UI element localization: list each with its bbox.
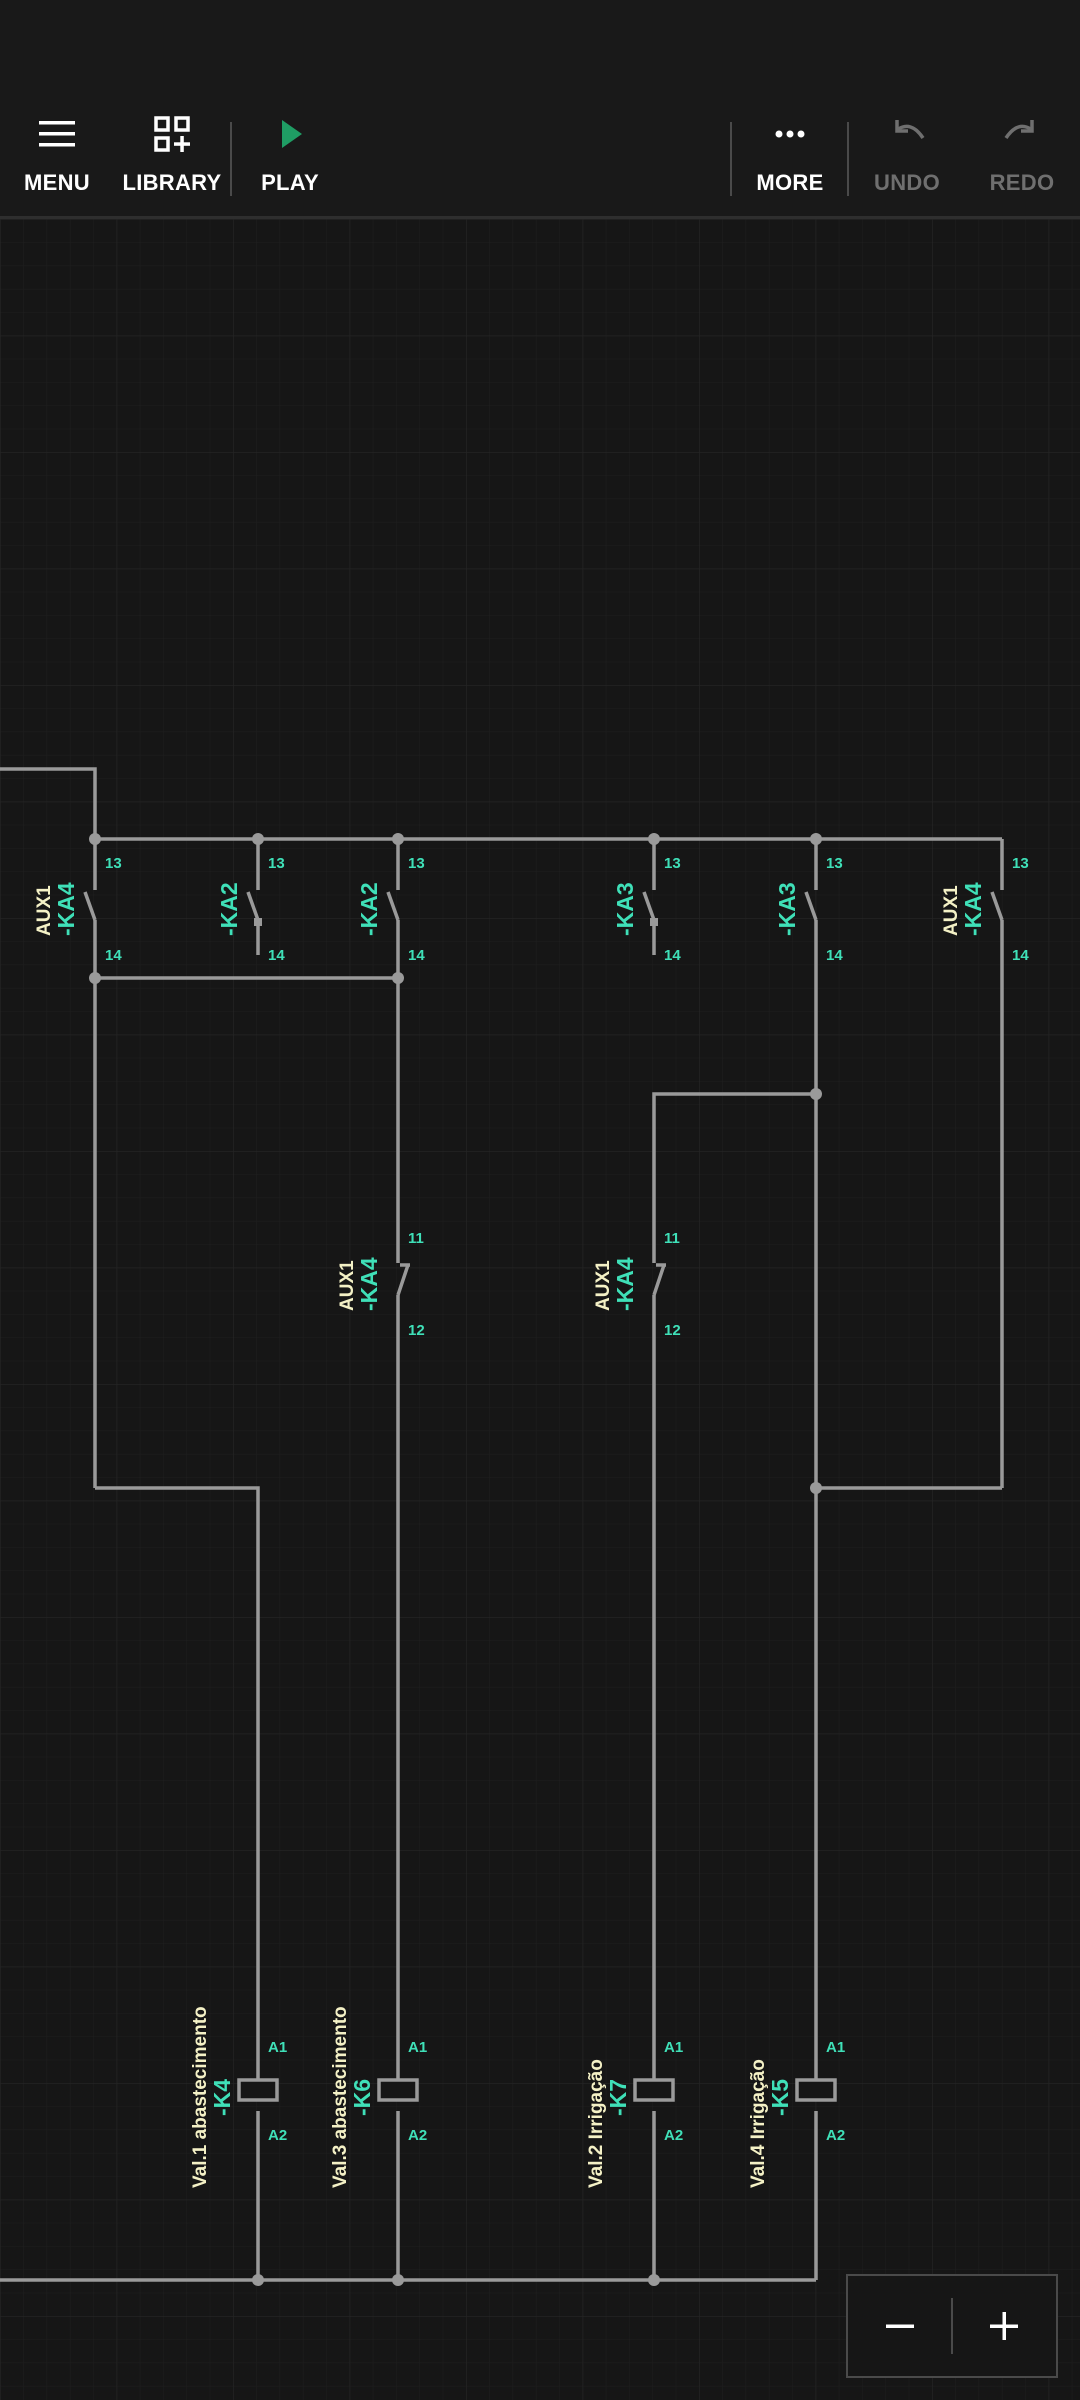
contact-ka2[interactable]: 13 14 -KA2: [216, 855, 285, 964]
coil-desc: Val.1 abastecimento: [190, 2006, 211, 2188]
zoom-in-button[interactable]: [952, 2276, 1056, 2376]
zoom-out-button[interactable]: [848, 2276, 952, 2376]
pin-label: 14: [664, 947, 681, 964]
contact-ka3[interactable]: 13 14 -KA3: [774, 855, 843, 964]
contact-desc: AUX1: [34, 885, 55, 936]
contact-desc: AUX1: [593, 1260, 614, 1311]
pin-label: 13: [1012, 855, 1029, 872]
contact-ka3[interactable]: 13 14 -KA3: [612, 855, 681, 964]
library-button[interactable]: LIBRARY: [107, 112, 237, 208]
minus-icon: [886, 2324, 914, 2328]
more-button[interactable]: MORE: [725, 112, 855, 208]
wires: [0, 767, 1004, 2282]
pin-label: A2: [826, 2127, 845, 2144]
redo-label: REDO: [989, 170, 1055, 195]
coil-desc: Val.3 abastecimento: [330, 2006, 351, 2188]
menu-button[interactable]: MENU: [0, 112, 122, 208]
more-label: MORE: [756, 170, 824, 195]
pin-label: 13: [664, 855, 681, 872]
contact-tag: -KA3: [774, 882, 800, 936]
pin-label: A2: [408, 2127, 427, 2144]
undo-button[interactable]: UNDO: [842, 112, 972, 208]
hamburger-icon: [39, 121, 75, 147]
plus-icon: [990, 2312, 1018, 2340]
pin-label: 13: [268, 855, 285, 872]
grid-major: [0, 219, 1080, 2400]
pin-label: 11: [408, 1230, 424, 1247]
contact-tag: -KA4: [356, 1257, 382, 1311]
pin-label: 14: [826, 947, 843, 964]
junction-dots: [89, 833, 822, 2286]
pin-label: A1: [826, 2039, 845, 2056]
play-label: PLAY: [261, 170, 319, 195]
pin-label: 14: [408, 947, 425, 964]
contact-tag: -KA4: [960, 882, 986, 936]
pin-label: 14: [105, 947, 122, 964]
toolbar: MENU LIBRARY PLAY MORE UNDO: [0, 0, 1080, 219]
pin-label: A1: [408, 2039, 427, 2056]
coil-desc: Val.4 Irrigação: [748, 2059, 769, 2188]
redo-button[interactable]: REDO: [957, 112, 1080, 208]
contact-desc: AUX1: [337, 1260, 358, 1311]
zoom-controls: [846, 2274, 1058, 2378]
pin-label: A2: [268, 2127, 287, 2144]
pin-label: A1: [268, 2039, 287, 2056]
contact-tag: -KA3: [612, 882, 638, 936]
coil-tag: -K7: [605, 2079, 631, 2116]
library-label: LIBRARY: [122, 170, 222, 195]
menu-label: MENU: [24, 170, 90, 195]
schematic-canvas[interactable]: 1314-KA4AUX11314-KA21314-KA21314-KA31314…: [0, 219, 1080, 2400]
play-button[interactable]: PLAY: [225, 112, 355, 208]
ellipsis-icon: [775, 130, 805, 138]
coil-tag: -K5: [767, 2079, 793, 2116]
contact-tag: -KA4: [53, 882, 79, 936]
pin-label: 12: [664, 1322, 681, 1339]
contact-desc: AUX1: [941, 885, 962, 936]
contact-ka2[interactable]: 13 14 -KA2: [356, 855, 425, 964]
coil-desc: Val.2 Irrigação: [586, 2059, 607, 2188]
zoom-divider: [951, 2298, 953, 2354]
pin-label: 11: [664, 1230, 680, 1247]
pin-label: A2: [664, 2127, 683, 2144]
coil-tag: -K4: [209, 2079, 235, 2116]
contact-tag: -KA2: [356, 882, 382, 936]
pin-label: 13: [105, 855, 122, 872]
pin-label: 12: [408, 1322, 425, 1339]
coil-tag: -K6: [349, 2079, 375, 2116]
contact-tag: -KA2: [216, 882, 242, 936]
pin-label: 14: [1012, 947, 1029, 964]
redo-icon: [1004, 120, 1034, 140]
contact-tag: -KA4: [612, 1257, 638, 1311]
pin-label: 13: [826, 855, 843, 872]
pin-label: A1: [664, 2039, 683, 2056]
toolbar-divider: [730, 122, 732, 196]
grid-plus-icon: [154, 116, 190, 152]
toolbar-divider: [230, 122, 232, 196]
undo-icon: [895, 120, 925, 140]
undo-label: UNDO: [874, 170, 940, 195]
toolbar-divider: [847, 122, 849, 196]
pin-label: 13: [408, 855, 425, 872]
pin-label: 14: [268, 947, 285, 964]
play-icon: [282, 120, 302, 148]
